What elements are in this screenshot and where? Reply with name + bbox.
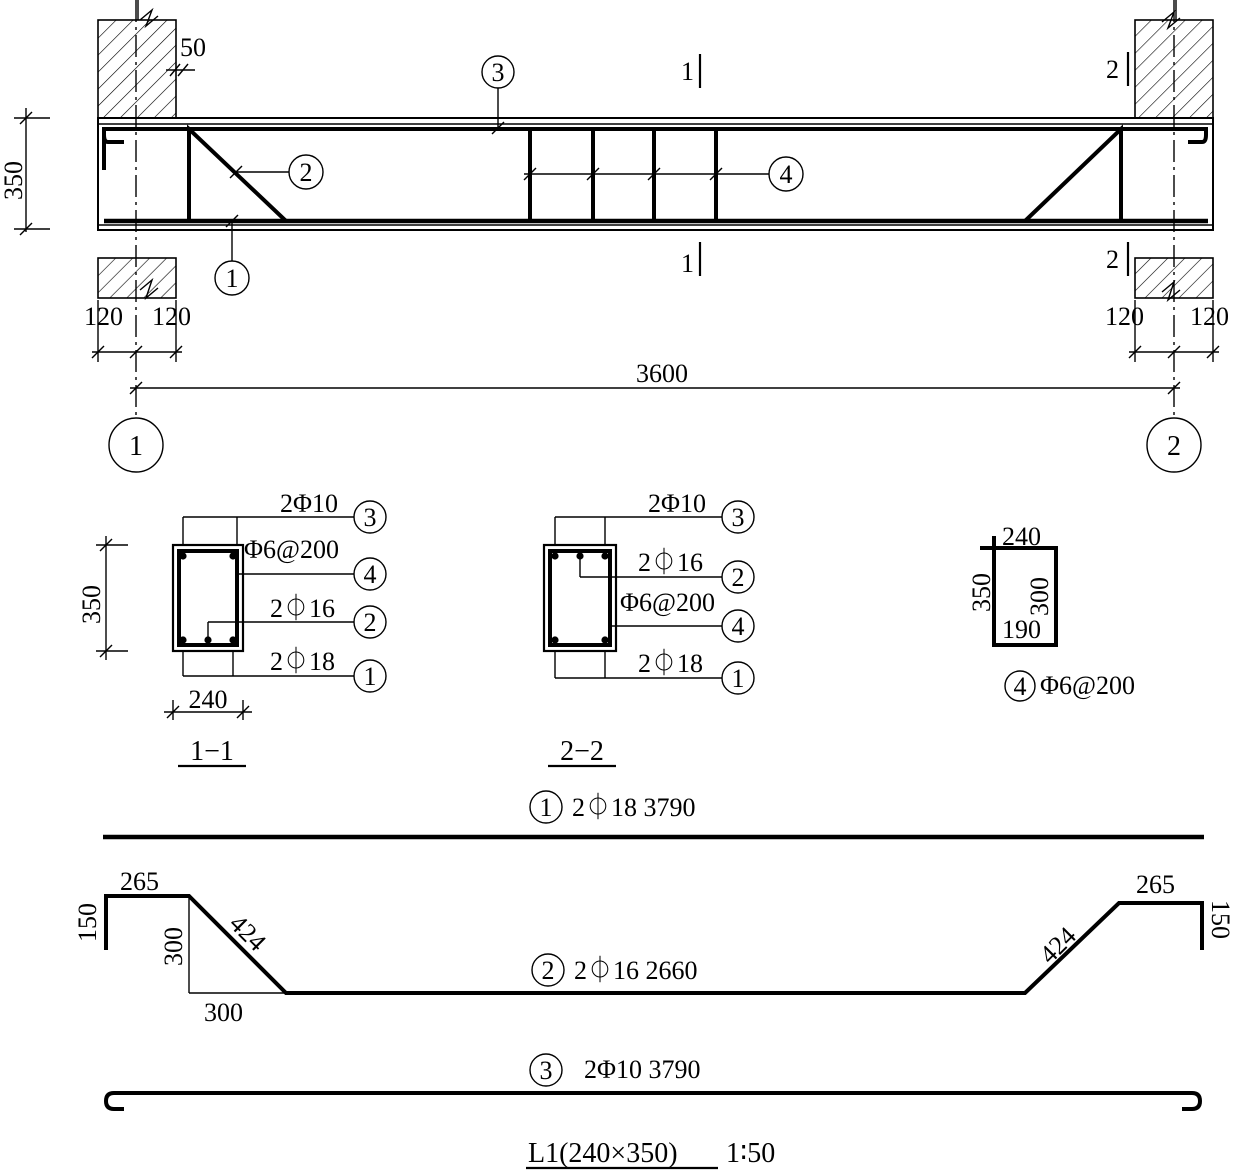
stirrup-mark-4: 4 bbox=[1014, 672, 1027, 701]
section-mark-2-bottom-label: 2 bbox=[1106, 245, 1119, 274]
left-wall-break-top bbox=[137, 0, 159, 29]
callout-4: 4 bbox=[523, 156, 804, 192]
bent-bar-2 bbox=[187, 124, 1123, 223]
section-1-1-mark-3: 3 bbox=[364, 503, 377, 532]
dim-120-right-b: 120 bbox=[1190, 302, 1229, 331]
bar-1-schedule: 1 2⏀18 3790 bbox=[103, 790, 1204, 840]
left-wall-top bbox=[97, 19, 177, 119]
stirrup-outer-width: 240 bbox=[1002, 522, 1041, 551]
bar-2-spec: 2⏀16 2660 bbox=[574, 955, 698, 985]
right-wall-break-top bbox=[1161, 0, 1181, 31]
stirrup-detail: 240 350 300 190 4 Φ6@200 bbox=[967, 522, 1135, 702]
callout-4-label: 4 bbox=[780, 160, 793, 189]
bar-1-spec: 2⏀18 3790 bbox=[572, 792, 696, 822]
drawing-scale: 1∶50 bbox=[726, 1138, 775, 1169]
left-wall-break-bottom bbox=[139, 277, 159, 301]
drawing-title-text: L1(240×350) bbox=[528, 1138, 678, 1169]
dim-350-elevation: 350 bbox=[0, 108, 50, 236]
section-mark-2-top-label: 2 bbox=[1106, 55, 1119, 84]
stirrup-inner-width: 190 bbox=[1002, 615, 1041, 644]
dim-350-label: 350 bbox=[0, 161, 28, 200]
callout-2: 2 bbox=[229, 154, 324, 190]
bar-3-schedule: 3 2Φ10 3790 bbox=[103, 1053, 1203, 1111]
axis-bubble-2: 2 bbox=[1146, 417, 1202, 473]
axis-bubble-2-label: 2 bbox=[1167, 431, 1181, 462]
bar-2-mark: 2 bbox=[542, 956, 555, 985]
section-1-1-mark-1: 1 bbox=[364, 662, 377, 691]
section-1-1-top-bars: 2Φ10 bbox=[280, 489, 338, 518]
stirrup-outer-height: 350 bbox=[967, 573, 996, 612]
dim-120-left-a: 120 bbox=[84, 302, 123, 331]
stirrup-inner-height: 300 bbox=[1025, 577, 1054, 616]
section-2-2-mark-1: 1 bbox=[732, 664, 745, 693]
bar-2-hook-right: 150 bbox=[1206, 900, 1235, 939]
callout-3-label: 3 bbox=[492, 58, 505, 87]
dim-50-label: 50 bbox=[180, 33, 206, 62]
section-1-1-width: 240 bbox=[189, 685, 228, 714]
dim-50: 50 bbox=[166, 33, 206, 77]
section-2-2-title: 2−2 bbox=[560, 736, 604, 767]
dim-span: 3600 bbox=[129, 359, 1181, 395]
section-2-2-bent-bars: 2⏀16 bbox=[638, 547, 703, 577]
dim-120-left-b: 120 bbox=[152, 302, 191, 331]
callout-1: 1 bbox=[214, 214, 250, 296]
bar-2-slope-right: 424 bbox=[1034, 921, 1082, 969]
bar-2-run: 300 bbox=[204, 998, 243, 1027]
callout-2-label: 2 bbox=[300, 158, 313, 187]
dims-120-right: 120 120 bbox=[1105, 300, 1229, 362]
drawing-title: L1(240×350) 1∶50 bbox=[526, 1138, 775, 1170]
dim-span-label: 3600 bbox=[636, 359, 688, 388]
section-mark-2-top: 2 bbox=[1106, 52, 1130, 86]
bar-2-hook-left: 150 bbox=[73, 903, 102, 942]
dims-120-left: 120 120 bbox=[84, 300, 191, 362]
section-2-2-mark-4: 4 bbox=[732, 612, 745, 641]
section-1-1-bent-bars: 2⏀16 bbox=[270, 593, 335, 623]
section-1-1-stirrup: Φ6@200 bbox=[244, 535, 339, 564]
section-mark-1-top-label: 1 bbox=[681, 57, 694, 86]
stirrup-spec: Φ6@200 bbox=[1040, 671, 1135, 700]
axis-bubble-1: 1 bbox=[108, 417, 164, 473]
section-mark-1-bottom: 1 bbox=[681, 242, 702, 278]
section-2-2-mark-3: 3 bbox=[732, 503, 745, 532]
section-mark-1-top: 1 bbox=[681, 54, 702, 88]
section-2-2: 2Φ10 2⏀16 Φ6@200 2⏀18 3 2 4 1 2−2 bbox=[542, 489, 755, 768]
bar-1-mark: 1 bbox=[540, 793, 553, 822]
bar-2-rise: 300 bbox=[159, 927, 188, 966]
bar-2-top-left: 265 bbox=[120, 867, 159, 896]
callout-1-label: 1 bbox=[226, 264, 239, 293]
section-2-2-mark-2: 2 bbox=[732, 563, 745, 592]
section-2-2-top-bars: 2Φ10 bbox=[648, 489, 706, 518]
section-1-1-mark-2: 2 bbox=[364, 608, 377, 637]
bar-2-top-right: 265 bbox=[1136, 870, 1175, 899]
beam-elevation: 50 350 3 2 1 bbox=[0, 0, 1229, 473]
bar-2-slope-left: 424 bbox=[224, 909, 272, 957]
section-1-1-title: 1−1 bbox=[190, 736, 234, 767]
bar-3-spec: 2Φ10 3790 bbox=[584, 1055, 701, 1084]
section-2-2-bottom-bars: 2⏀18 bbox=[638, 648, 703, 678]
dim-120-right-a: 120 bbox=[1105, 302, 1144, 331]
bar-3-mark: 3 bbox=[540, 1056, 553, 1085]
section-1-1-bottom-bars: 2⏀18 bbox=[270, 646, 335, 676]
bar-2-schedule: 150 265 424 300 300 424 265 150 2 2⏀16 2… bbox=[73, 867, 1235, 1027]
section-2-2-stirrup: Φ6@200 bbox=[620, 588, 715, 617]
left-wall-bottom bbox=[97, 257, 177, 299]
right-wall-top bbox=[1134, 19, 1214, 119]
callout-3: 3 bbox=[481, 55, 515, 135]
axis-bubble-1-label: 1 bbox=[129, 431, 143, 462]
section-1-1-mark-4: 4 bbox=[364, 560, 377, 589]
stirrups-4 bbox=[528, 129, 718, 221]
section-1-1: 2Φ10 Φ6@200 2⏀16 2⏀18 3 4 2 1 240 350 1−… bbox=[77, 489, 387, 768]
section-mark-2-bottom: 2 bbox=[1106, 242, 1130, 276]
section-1-1-height: 350 bbox=[77, 585, 106, 624]
section-mark-1-bottom-label: 1 bbox=[681, 249, 694, 278]
